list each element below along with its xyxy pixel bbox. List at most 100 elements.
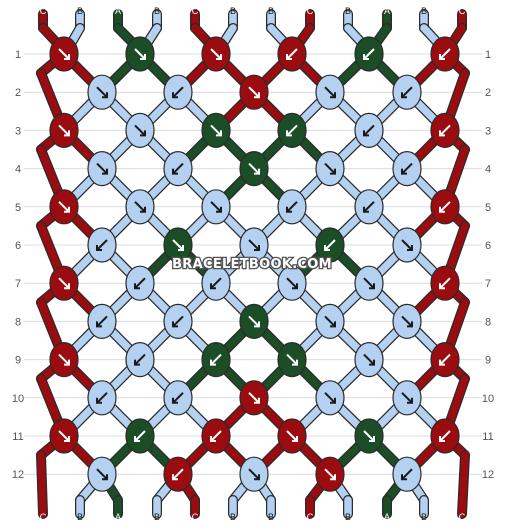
knot-arrowhead-icon [407, 397, 413, 404]
row-label-right: 5 [485, 202, 491, 214]
knot-arrow-icon [439, 124, 451, 137]
knot [125, 36, 155, 72]
knot-arrow-icon [96, 468, 108, 480]
knot-arrow-icon [96, 239, 108, 251]
knot-arrowhead-icon [324, 245, 330, 251]
knot [125, 112, 155, 148]
knot-arrowhead-icon [140, 130, 146, 137]
bottom-string-label: B [230, 512, 236, 522]
bottom-string-label: C [307, 512, 314, 522]
knot-arrow-icon [96, 86, 108, 98]
thread-segment [191, 24, 212, 46]
knot [354, 112, 384, 148]
knot-arrow-icon [439, 48, 451, 60]
knot [163, 380, 193, 416]
knot [430, 265, 460, 301]
knot-arrowhead-icon [439, 283, 445, 290]
thread-segment [144, 24, 161, 46]
knot-arrowhead-icon [140, 206, 146, 213]
knot-arrowhead-icon [286, 130, 292, 137]
knot [201, 418, 231, 454]
knot-arrowhead-icon [254, 397, 260, 404]
knot [201, 36, 231, 72]
knot [315, 151, 345, 187]
thread-segment [344, 24, 365, 46]
knot [87, 380, 117, 416]
knot [315, 380, 345, 416]
thread-segment [458, 451, 469, 518]
row-label-left: 10 [12, 393, 24, 405]
knot-arrow-icon [210, 48, 222, 60]
knot-arrowhead-icon [254, 245, 260, 251]
knot-arrow-icon [286, 430, 298, 442]
knot-arrow-icon [401, 315, 413, 328]
knot-arrowhead-icon [178, 245, 184, 251]
knot-arrow-icon [401, 162, 413, 175]
knot-arrowhead-icon [254, 168, 260, 175]
knot-arrowhead-icon [407, 321, 413, 328]
knot-arrowhead-icon [216, 206, 222, 213]
knot [201, 189, 231, 225]
knot-arrowhead-icon [140, 54, 146, 60]
knot-arrowhead-icon [439, 436, 445, 442]
knot-arrow-icon [96, 162, 108, 175]
knot [315, 303, 345, 339]
knot-arrowhead-icon [210, 283, 216, 290]
row-label-left: 3 [15, 125, 21, 137]
knot-arrowhead-icon [254, 321, 260, 328]
knot-arrowhead-icon [96, 245, 102, 251]
knot [163, 303, 193, 339]
knot-arrowhead-icon [286, 54, 292, 60]
top-string-label: A [115, 6, 121, 16]
knot-arrow-icon [401, 86, 413, 98]
knot-arrow-icon [363, 277, 375, 289]
row-label-right: 8 [485, 316, 491, 328]
knot [315, 74, 345, 110]
knot [125, 265, 155, 301]
bottom-string-label: B [345, 512, 351, 522]
knot [392, 227, 422, 263]
knot [315, 456, 345, 492]
knot-arrow-icon [363, 201, 375, 213]
knot-arrow-icon [210, 353, 222, 366]
knot [392, 303, 422, 339]
knot [201, 265, 231, 301]
knot-arrowhead-icon [172, 168, 178, 175]
knot [354, 189, 384, 225]
knot-arrow-icon [134, 201, 146, 213]
bottom-string-label: C [192, 512, 199, 522]
knot [201, 112, 231, 148]
top-string-label: B [268, 6, 274, 16]
knot [163, 74, 193, 110]
knot [125, 189, 155, 225]
row-label-right: 12 [482, 469, 494, 481]
knot-arrowhead-icon [64, 130, 70, 137]
thread-segment [420, 24, 441, 46]
knot-arrowhead-icon [216, 130, 222, 137]
top-string-label: B [230, 6, 236, 16]
knot [315, 227, 345, 263]
knot-arrow-icon [134, 48, 146, 60]
knot [201, 342, 231, 378]
knot [277, 418, 307, 454]
knot-arrow-icon [401, 468, 413, 480]
knot-arrowhead-icon [369, 283, 375, 290]
row-label-left: 9 [15, 355, 21, 367]
thread-segment [449, 24, 466, 46]
knot-arrowhead-icon [172, 474, 178, 481]
knot-arrowhead-icon [64, 283, 70, 290]
row-label-right: 3 [485, 125, 491, 137]
knot-arrow-icon [286, 277, 298, 289]
knot-arrowhead-icon [330, 92, 336, 99]
row-label-left: 8 [15, 316, 21, 328]
knot-arrow-icon [324, 315, 336, 328]
knot-arrow-icon [286, 353, 298, 366]
bottom-string-label: B [154, 512, 160, 522]
knot-arrowhead-icon [134, 359, 140, 366]
knot-arrow-icon [96, 392, 108, 404]
knot-arrow-icon [324, 162, 336, 175]
knot [430, 189, 460, 225]
thread-segment [373, 24, 391, 46]
knot-arrowhead-icon [210, 436, 216, 442]
